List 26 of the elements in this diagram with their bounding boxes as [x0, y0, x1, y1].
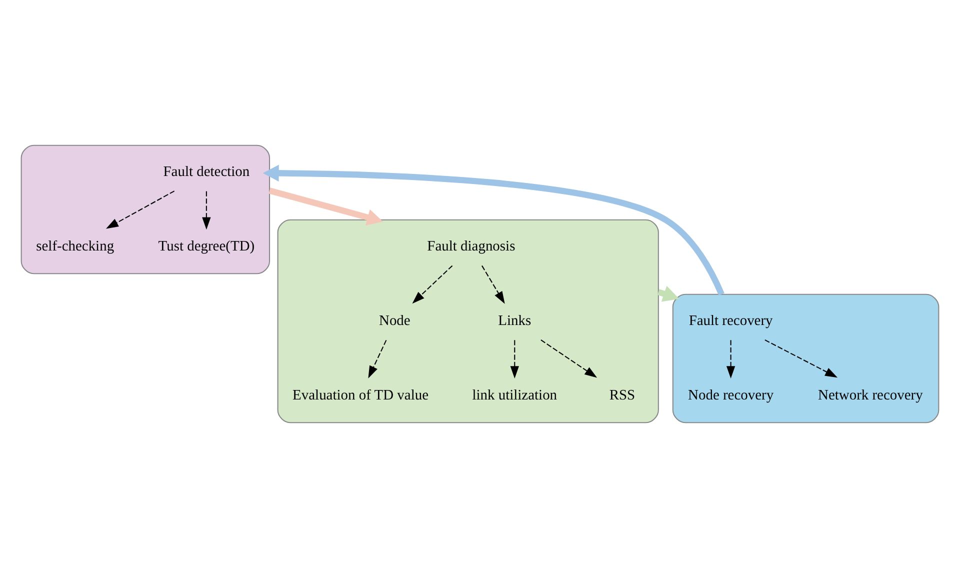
cluster: [672, 293, 940, 423]
arrow: [262, 164, 724, 296]
arrow: [368, 339, 387, 378]
node-text: Evaluation of TD value: [292, 387, 429, 404]
cluster: [277, 218, 659, 423]
cluster: [20, 144, 270, 274]
arrow: [268, 187, 384, 226]
arrow: [726, 340, 736, 378]
node-text: Fault recovery: [688, 312, 773, 329]
node-text: Node recovery: [688, 387, 774, 404]
arrow: [510, 340, 519, 378]
node-text: Tust degree(TD): [158, 238, 255, 254]
node-text: Links: [498, 312, 532, 329]
node-text: Fault detection: [163, 164, 250, 180]
node-text: self-checking: [36, 238, 114, 254]
arrow: [540, 339, 598, 378]
arrow: [482, 264, 505, 304]
arrow: [764, 339, 838, 378]
node-text: RSS: [609, 387, 636, 404]
arrow: [106, 190, 175, 228]
node-text: Fault diagnosis: [427, 238, 516, 254]
arrow: [412, 264, 453, 304]
node-text: Node: [379, 312, 410, 329]
node-text: Network recovery: [818, 387, 923, 404]
node-text: link utilization: [472, 387, 558, 404]
arrow: [202, 190, 211, 230]
